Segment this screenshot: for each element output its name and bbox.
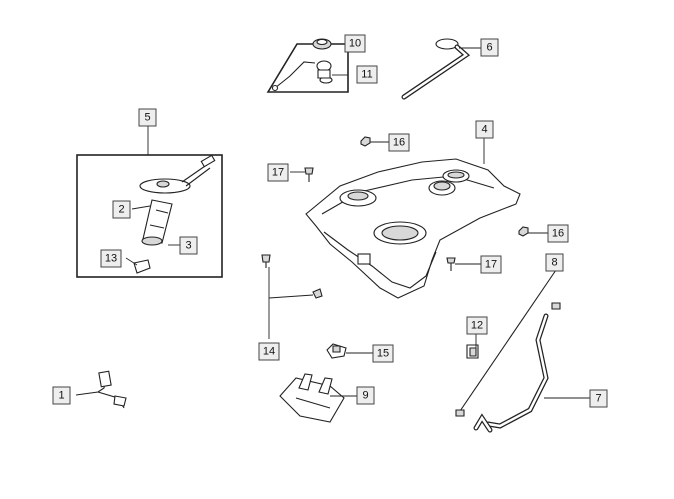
svg-text:6: 6: [486, 42, 492, 54]
svg-text:5: 5: [144, 112, 150, 124]
bolt-16-right: [518, 226, 548, 237]
fuel-level-sender-group: [266, 43, 349, 93]
svg-text:17: 17: [485, 259, 497, 271]
callout-4: 4: [475, 120, 494, 139]
bolt-16-upper: [360, 136, 389, 147]
callout-1: 1: [52, 386, 71, 405]
bolt-17-right: [446, 257, 481, 271]
callout-12: 12: [466, 316, 488, 335]
svg-text:12: 12: [471, 320, 483, 332]
callout-17-left: 17: [267, 163, 289, 182]
callout-9: 9: [356, 386, 375, 405]
callout-5: 5: [138, 108, 157, 127]
svg-text:9: 9: [362, 390, 368, 402]
callout-3: 3: [179, 236, 198, 255]
svg-text:8: 8: [551, 257, 557, 269]
screw-14-group: [261, 254, 323, 339]
callout-10: 10: [344, 34, 366, 53]
gasket-ring-part: [312, 38, 345, 50]
callout-16-right: 16: [547, 224, 569, 243]
callout-15: 15: [372, 344, 394, 363]
svg-text:16: 16: [552, 228, 564, 240]
fuel-pump-assembly-group: [76, 126, 223, 278]
fuel-tank-part: [305, 138, 521, 299]
callout-16-upper: 16: [388, 133, 410, 152]
callout-6: 6: [480, 38, 499, 57]
svg-text:16: 16: [393, 137, 405, 149]
callout-14: 14: [258, 342, 280, 361]
svg-text:17: 17: [272, 167, 284, 179]
callout-7: 7: [589, 389, 608, 408]
svg-text:3: 3: [185, 240, 191, 252]
filler-pipe-part: [473, 313, 590, 433]
callout-13: 13: [100, 249, 122, 268]
harness-bracket-part: [75, 370, 127, 409]
callout-11: 11: [356, 65, 378, 84]
svg-text:10: 10: [349, 38, 361, 50]
callout-8: 8: [545, 253, 564, 272]
bolt-17-left: [290, 167, 314, 182]
svg-text:1: 1: [58, 390, 64, 402]
bracket-plate-part: [279, 373, 357, 423]
svg-text:14: 14: [263, 346, 275, 358]
svg-text:4: 4: [481, 124, 487, 136]
vent-hose-part: [401, 38, 481, 100]
callout-2: 2: [112, 200, 131, 219]
clip-part: [326, 343, 373, 359]
svg-text:13: 13: [105, 253, 117, 265]
breather-line-part: [455, 269, 561, 417]
svg-text:2: 2: [118, 204, 124, 216]
clamp-part: [466, 334, 479, 359]
svg-text:7: 7: [595, 393, 601, 405]
svg-text:11: 11: [361, 69, 372, 81]
callout-17-right: 17: [480, 255, 502, 274]
svg-text:15: 15: [377, 348, 389, 360]
